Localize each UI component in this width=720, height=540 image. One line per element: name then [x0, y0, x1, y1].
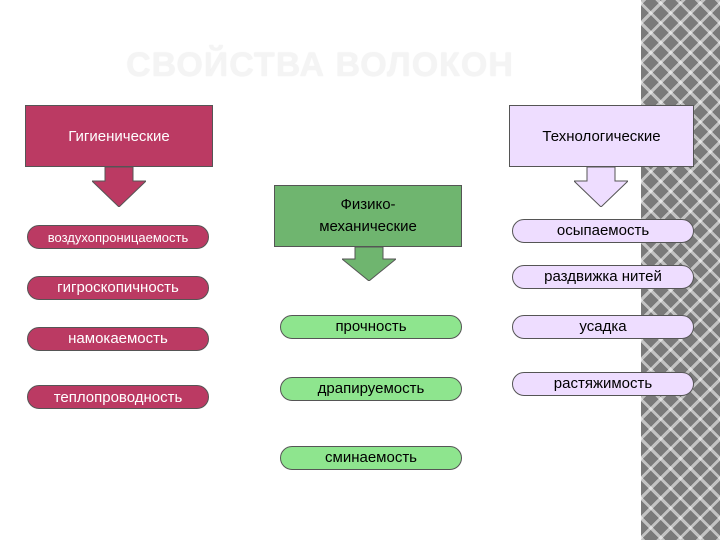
mechanical-item-drapability: драпируемость: [280, 377, 462, 401]
hygienic-item-label: намокаемость: [68, 330, 168, 347]
mechanical-item-label: драпируемость: [317, 380, 425, 397]
technological-item-shrinkage: усадка: [512, 315, 694, 339]
hygienic-header: Гигиенические: [25, 105, 213, 167]
hygienic-item-label: воздухопроницаемость: [47, 230, 189, 245]
mechanical-item-label: прочность: [335, 318, 407, 335]
technological-item-label: растяжимость: [553, 375, 653, 392]
hygienic-item-label: гигроскопичность: [57, 279, 179, 296]
hygienic-item-thermal-conductivity: теплопроводность: [27, 385, 209, 409]
technological-item-extensibility: растяжимость: [512, 372, 694, 396]
mechanical-item-crease: сминаемость: [280, 446, 462, 470]
hygienic-item-hygroscopicity: гигроскопичность: [27, 276, 209, 300]
mechanical-header: Физико-механические: [274, 185, 462, 247]
mechanical-item-label: сминаемость: [325, 449, 417, 466]
technological-item-label: осыпаемость: [556, 222, 650, 239]
technological-item-fraying: осыпаемость: [512, 219, 694, 243]
slide-title: СВОЙСТВА ВОЛОКОН: [126, 46, 514, 84]
technological-item-thread-slippage: раздвижка нитей: [512, 265, 694, 289]
hygienic-item-air-permeability: воздухопроницаемость: [27, 225, 209, 249]
technological-header: Технологические: [509, 105, 694, 167]
technological-down-arrow: [574, 167, 628, 207]
technological-item-label: усадка: [579, 318, 627, 335]
mechanical-down-arrow: [342, 247, 396, 281]
hygienic-item-wettability: намокаемость: [27, 327, 209, 351]
hygienic-down-arrow: [92, 167, 146, 207]
mechanical-header-label: Физико-механические: [319, 196, 417, 235]
mechanical-item-strength: прочность: [280, 315, 462, 339]
technological-item-label: раздвижка нитей: [544, 268, 662, 285]
hygienic-item-label: теплопроводность: [53, 389, 183, 406]
